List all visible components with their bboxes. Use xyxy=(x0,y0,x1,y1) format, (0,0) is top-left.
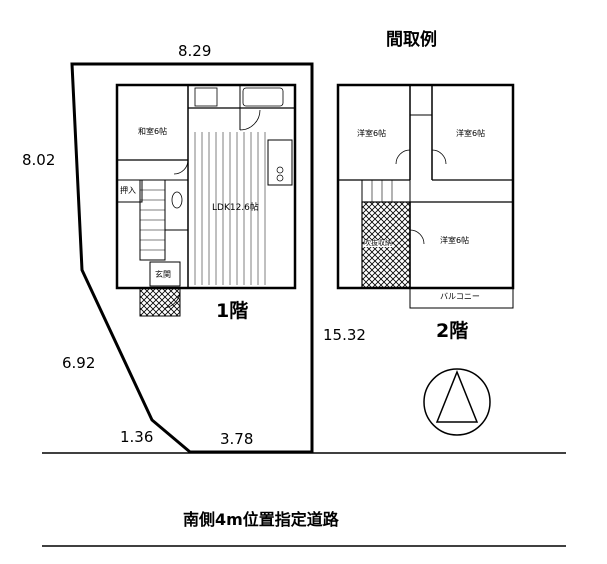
site-boundary xyxy=(70,62,314,454)
floor2-plan xyxy=(336,83,515,309)
road-label: 南側4m位置指定道路 xyxy=(183,510,339,529)
dim-right: 15.32 xyxy=(323,326,366,344)
room-storage: 吹抜収納 xyxy=(364,239,392,247)
room-japanese: 和室6帖 xyxy=(138,127,168,136)
dim-bottom: 3.78 xyxy=(220,430,254,448)
room-entrance: 玄関 xyxy=(155,270,171,279)
plan-title: 間取例 xyxy=(386,30,437,50)
room-western-1: 洋室6帖 xyxy=(357,129,387,138)
room-ldk: LDK12.6帖 xyxy=(212,203,259,213)
dim-diagonal: 6.92 xyxy=(62,354,96,372)
room-closet: 押入 xyxy=(120,186,136,195)
floor2-label: 2階 xyxy=(436,320,469,342)
dim-bottom-left: 1.36 xyxy=(120,428,154,446)
dim-left: 8.02 xyxy=(22,151,56,169)
room-balcony: バルコニー xyxy=(440,292,480,301)
room-western-2: 洋室6帖 xyxy=(456,129,486,138)
room-western-3: 洋室6帖 xyxy=(440,236,470,245)
north-arrow-icon xyxy=(423,368,491,436)
floor1-plan xyxy=(115,83,297,317)
dim-top: 8.29 xyxy=(178,42,212,60)
floor1-label: 1階 xyxy=(216,300,249,322)
